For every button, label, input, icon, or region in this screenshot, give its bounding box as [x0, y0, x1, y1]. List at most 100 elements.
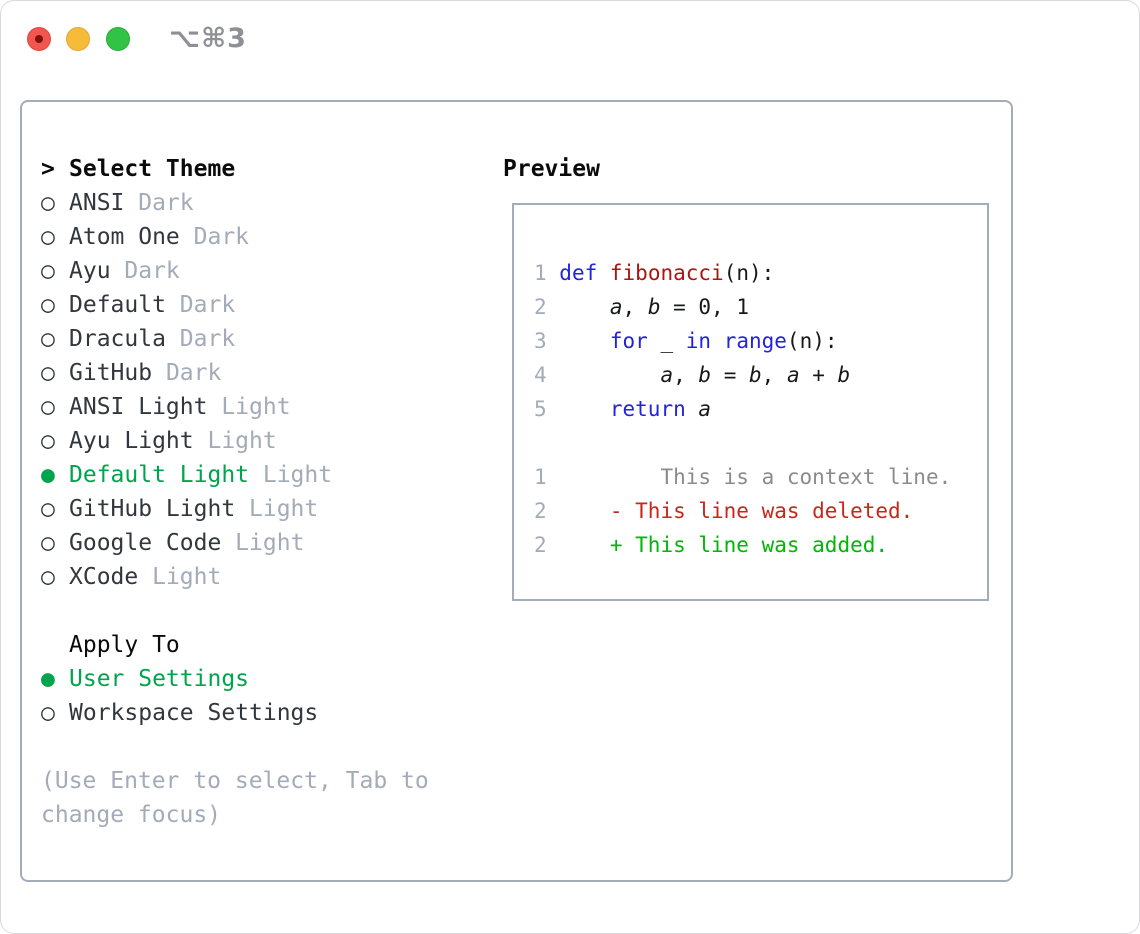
code-segment [559, 397, 610, 421]
code-segment: + This line was added. [559, 533, 889, 557]
theme-variant: Light [207, 394, 291, 420]
code-segment: b [698, 363, 712, 387]
radio-selected-icon: ● [41, 666, 55, 692]
radio-unselected-icon: ○ [41, 564, 55, 590]
radio-unselected-icon: ○ [41, 292, 55, 318]
line-number: 3 [534, 329, 560, 353]
theme-option[interactable]: ○ Dracula Dark [41, 322, 491, 356]
code-segment: _ [647, 329, 686, 353]
code-segment [597, 261, 610, 285]
theme-variant: Dark [165, 326, 236, 352]
theme-option[interactable]: ○ XCode Light [41, 560, 491, 594]
code-segment [559, 329, 610, 353]
theme-selector-column: > Select Theme ○ANSI Dark○Atom One Dark○… [41, 152, 491, 832]
code-segment: a [698, 397, 712, 421]
radio-unselected-icon: ○ [41, 496, 55, 522]
theme-variant: Dark [124, 190, 194, 216]
theme-name: Default [69, 292, 166, 318]
radio-unselected-icon: ○ [41, 190, 55, 216]
code-segment: + [799, 363, 838, 387]
theme-option[interactable]: ○ Default Dark [41, 288, 491, 322]
preview-title: Preview [503, 156, 600, 182]
code-segment [559, 363, 660, 387]
theme-option[interactable]: ○ Atom One Dark [41, 220, 491, 254]
radio-unselected-icon: ○ [41, 530, 55, 556]
spacer [41, 594, 491, 628]
theme-variant: Light [235, 496, 319, 522]
theme-settings-panel: > Select Theme ○ANSI Dark○Atom One Dark○… [20, 100, 1013, 882]
code-segment: range [723, 329, 787, 353]
line-number: 2 [534, 295, 560, 319]
theme-list: ○ANSI Dark○Atom One Dark○Ayu Dark○Defaul… [41, 186, 491, 594]
code-segment: a [660, 363, 674, 387]
theme-variant: Light [249, 462, 333, 488]
code-segment: , [673, 363, 699, 387]
apply-to-list: ● User Settings ○Workspace Settings [41, 662, 491, 730]
code-segment: return [609, 397, 686, 421]
code-segment [686, 397, 699, 421]
theme-variant: Light [138, 564, 222, 590]
theme-option[interactable]: ●Default Light Light [41, 458, 491, 492]
radio-unselected-icon: ○ [41, 394, 55, 420]
theme-variant: Dark [179, 224, 250, 250]
apply-to-name: User Settings [69, 666, 250, 692]
theme-variant: Dark [110, 258, 180, 284]
code-segment: = [711, 363, 749, 387]
line-number: 5 [534, 397, 560, 421]
code-segment: , [622, 295, 648, 319]
apply-to-option[interactable]: ● User Settings [41, 662, 491, 696]
minimize-button[interactable] [66, 27, 90, 51]
radio-unselected-icon: ○ [41, 428, 55, 454]
deleted-line: 2 - This line was deleted. [534, 494, 951, 528]
code-segment: in [685, 329, 712, 353]
radio-unselected-icon: ○ [41, 700, 55, 726]
code-segment: - This line was deleted. [559, 499, 914, 523]
code-line: 5 return a [534, 392, 951, 426]
close-button[interactable] [27, 27, 51, 51]
theme-variant: Light [221, 530, 305, 556]
code-segment: fibonacci [609, 261, 724, 285]
spacer [41, 730, 491, 764]
line-number: 2 [534, 533, 560, 557]
code-segment [711, 329, 724, 353]
theme-option[interactable]: ○ANSI Dark [41, 186, 491, 220]
select-theme-title: Select Theme [69, 156, 236, 182]
code-segment: (n): [786, 329, 838, 353]
theme-name: XCode [69, 564, 139, 590]
cursor-marker-icon: > [41, 156, 55, 182]
apply-to-header: Apply To [41, 628, 491, 662]
code-segment: for [609, 329, 648, 353]
radio-unselected-icon: ○ [41, 326, 55, 352]
theme-name: ANSI Light [69, 394, 208, 420]
code-line: 2 a, b = 0, 1 [534, 290, 951, 324]
theme-variant: Dark [165, 292, 236, 318]
theme-option[interactable]: ○ Google Code Light [41, 526, 491, 560]
line-number: 4 [534, 363, 560, 387]
context-line: 1 This is a context line. [534, 460, 951, 494]
zoom-button[interactable] [106, 27, 130, 51]
theme-name: GitHub [69, 360, 153, 386]
theme-option[interactable]: ○GitHub Light Light [41, 492, 491, 526]
code-segment: = 0, 1 [660, 295, 749, 319]
code-segment: (n): [723, 261, 775, 285]
theme-option[interactable]: ○GitHub Dark [41, 356, 491, 390]
help-text: (Use Enter to select, Tab to change focu… [41, 768, 429, 828]
blank-line [534, 426, 951, 460]
theme-name: Dracula [69, 326, 166, 352]
theme-name: Google Code [69, 530, 222, 556]
code-segment: a [609, 295, 623, 319]
code-line: 3 for _ in range(n): [534, 324, 951, 358]
theme-option[interactable]: ○ ANSI Light Light [41, 390, 491, 424]
apply-to-title: Apply To [69, 632, 180, 658]
apply-to-option[interactable]: ○Workspace Settings [41, 696, 491, 730]
code-segment: def [559, 261, 598, 285]
theme-name: Atom One [69, 224, 180, 250]
code-line: 4 a, b = b, a + b [534, 358, 951, 392]
radio-unselected-icon: ○ [41, 224, 55, 250]
title-bar: ⌥⌘3 [1, 1, 1139, 77]
theme-option[interactable]: ○Ayu Dark [41, 254, 491, 288]
keyboard-shortcut-label: ⌥⌘3 [169, 23, 247, 54]
theme-option[interactable]: ○Ayu Light Light [41, 424, 491, 458]
code-segment: b [749, 363, 762, 387]
